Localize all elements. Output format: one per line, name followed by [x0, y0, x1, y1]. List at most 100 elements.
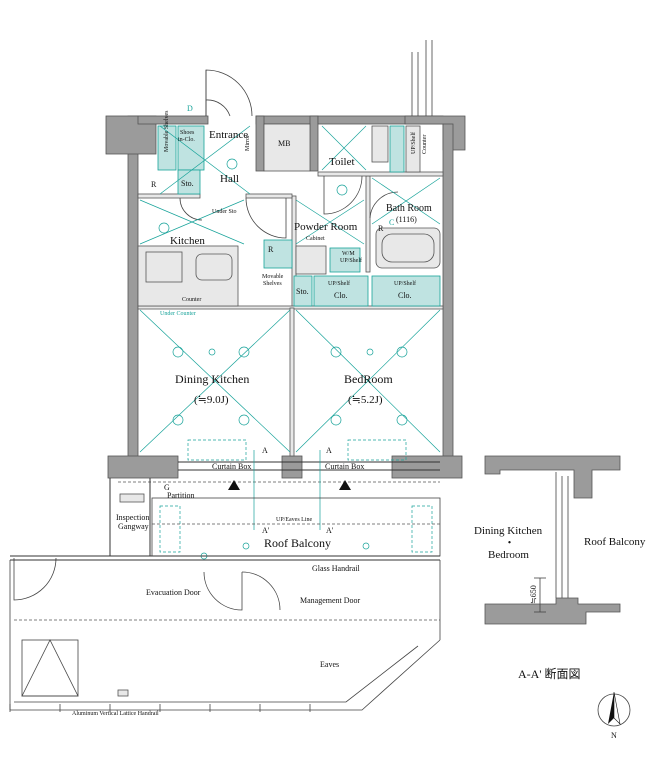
- hall-door-arc: [245, 197, 287, 239]
- label-up-shelf-clo1: UP/Shelf: [328, 280, 350, 287]
- label-r-kitchen: R: [268, 245, 274, 254]
- label-bath-size: (1116): [396, 215, 417, 224]
- labels: Entrance MB Toilet Hall Kitchen Powder R…: [72, 104, 646, 740]
- label-mb: MB: [278, 139, 290, 148]
- label-r-bath: R: [378, 224, 384, 233]
- label-up-shelf-wm: UP/Shelf: [340, 257, 362, 264]
- section-ceiling: [484, 455, 621, 499]
- label-up-shelf-toilet: UP/Shelf: [410, 132, 417, 154]
- label-clo2: Clo.: [398, 291, 412, 300]
- doors: [13, 69, 399, 611]
- section-label-dining-kitchen: Dining Kitchen: [474, 525, 543, 537]
- section-title: A-A' 断面図: [518, 666, 581, 681]
- toilet-shelf: [389, 125, 405, 173]
- section-label-dot: ・: [504, 537, 515, 549]
- section-view: [484, 455, 621, 625]
- label-c-mark: C: [389, 218, 394, 227]
- label-up-eaves-line: UP/Eaves Line: [276, 517, 312, 523]
- bath-door-arc: [369, 191, 399, 219]
- label-roof-balcony: Roof Balcony: [264, 536, 331, 550]
- label-bath-room: Bath Room: [386, 203, 432, 214]
- sink: [195, 253, 233, 281]
- label-cabinet: Cabinet: [306, 236, 325, 242]
- sto-door-arc: [179, 197, 203, 221]
- label-wm: W/M: [342, 251, 355, 257]
- compass-n-label: N: [611, 731, 617, 740]
- label-clo1: Clo.: [334, 291, 348, 300]
- roof-balcony-area: [9, 40, 441, 712]
- label-d-mark: D: [187, 104, 193, 113]
- label-bedroom: BedRoom: [344, 372, 393, 386]
- ceiling-lines: [139, 125, 441, 453]
- label-hall: Hall: [220, 173, 239, 185]
- wall-bottom-left: [107, 455, 179, 479]
- label-sto-hall: Sto.: [181, 179, 194, 188]
- label-section-a-right: A: [326, 446, 332, 455]
- wall-top-left: [137, 115, 209, 125]
- partition-hall: [137, 193, 201, 199]
- section-arrow-right: [339, 480, 351, 490]
- label-curtain-box-left: Curtain Box: [212, 462, 251, 471]
- movable-shelves-left: [157, 125, 177, 171]
- label-up-shelf-clo2: UP/Shelf: [394, 280, 416, 287]
- entrance-door-arc: [205, 69, 253, 117]
- label-eaves: Eaves: [320, 660, 339, 669]
- wall-right: [442, 123, 454, 461]
- label-section-a-left: A: [262, 446, 268, 455]
- compass-needle-icon: [608, 692, 614, 724]
- wall-left: [127, 115, 139, 461]
- section-label-height: ≒650: [529, 585, 538, 604]
- closet-2: [371, 275, 441, 307]
- label-section-a-prime-left: A': [262, 526, 270, 535]
- label-section-a-prime-right: A': [326, 526, 334, 535]
- label-g-mark: G: [164, 483, 170, 492]
- label-sto-mid: Sto.: [296, 287, 309, 296]
- section-label-roof-balcony: Roof Balcony: [584, 536, 646, 548]
- partition-bath: [365, 175, 371, 273]
- label-under-sto: Under Sto: [212, 209, 237, 215]
- label-glass-handrail: Glass Handrail: [312, 564, 361, 573]
- movable-shelves-box: [263, 239, 293, 269]
- label-mirror: Mirror: [245, 135, 251, 151]
- management-door-arc: [203, 571, 243, 611]
- label-toilet: Toilet: [329, 156, 355, 168]
- wall-top-mid: [255, 115, 319, 125]
- toilet-door-arc: [323, 175, 363, 215]
- closet-1: [313, 275, 369, 307]
- label-counter-toilet: Counter: [422, 135, 428, 154]
- mb-box: [263, 123, 311, 172]
- label-curtain-box-right: Curtain Box: [325, 462, 364, 471]
- label-dining-kitchen: Dining Kitchen: [175, 372, 249, 386]
- label-kitchen: Kitchen: [170, 235, 205, 247]
- section-arrow-left: [228, 480, 240, 490]
- label-bedroom-area: (≒5.2J): [348, 394, 383, 406]
- partition-hall-right: [245, 193, 293, 199]
- wm-box: [329, 247, 361, 273]
- label-dining-kitchen-area: (≒9.0J): [194, 394, 229, 406]
- label-counter: Counter: [182, 297, 201, 303]
- section-floor: [484, 597, 621, 625]
- vanity: [295, 245, 327, 275]
- partition-toilet: [317, 171, 444, 177]
- stove: [145, 251, 183, 283]
- wall-bottom-right: [391, 455, 463, 479]
- label-lattice-handrail: Aluminum Vertical Lattice Handrail: [72, 711, 159, 717]
- label-evacuation-door: Evacuation Door: [146, 588, 201, 597]
- windows: [118, 439, 440, 530]
- entrance-door-arc2: [205, 99, 231, 117]
- label-entrance: Entrance: [209, 129, 248, 141]
- partition-lr-mid: [289, 307, 295, 457]
- evacuation-door-arc: [13, 557, 57, 601]
- section-label-bedroom: Bedroom: [488, 549, 529, 561]
- skylight: [21, 639, 79, 697]
- fixtures: [137, 123, 441, 307]
- sto-mid-box: [293, 275, 313, 307]
- wall-mb-left: [255, 115, 265, 172]
- wall-bottom-mid: [281, 455, 303, 479]
- label-powder-room: Powder Room: [294, 221, 358, 233]
